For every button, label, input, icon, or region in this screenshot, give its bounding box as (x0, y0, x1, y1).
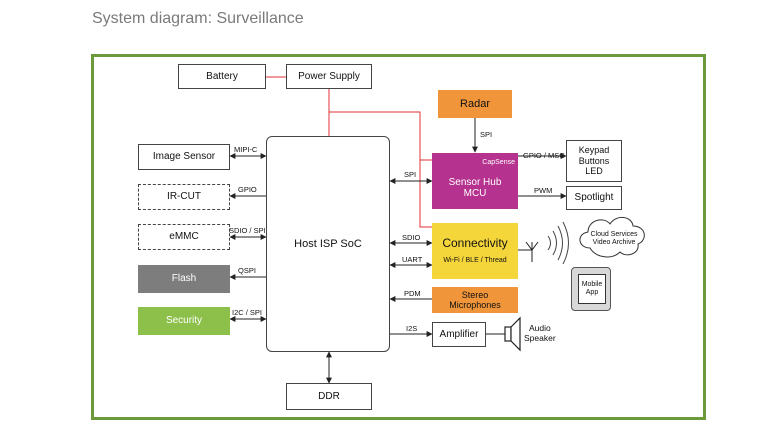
sensor-hub-line2: MCU (463, 188, 487, 199)
bus-label-i2s: I2S (406, 324, 418, 333)
stereo-line2: Microphones (449, 300, 501, 310)
stereo-line1: Stereo (461, 289, 489, 300)
battery-block: Battery (178, 64, 266, 89)
cloud-line2: Video Archive (592, 239, 636, 246)
bus-label-gpio-msc: GPIO / MSC (523, 151, 565, 160)
bus-label-qspi: QSPI (238, 266, 256, 275)
bus-label-i2c-spi: I2C / SPI (232, 308, 263, 317)
amplifier-block: Amplifier (432, 322, 486, 347)
bus-label-gpio: GPIO (238, 185, 257, 194)
bus-label-uart: UART (402, 255, 423, 264)
cloud-icon (579, 217, 645, 258)
speaker-line1: Audio (528, 323, 551, 333)
sensor-hub-mcu-block: CapSense Sensor Hub MCU (432, 153, 518, 209)
keypad-line2: Buttons (578, 155, 610, 166)
audio-speaker-label: Audio Speaker (524, 323, 556, 343)
stereo-microphones-block: Stereo Microphones (432, 287, 518, 313)
bus-label-sdio: SDIO (402, 233, 421, 242)
bus-label-spi-hub: SPI (404, 170, 417, 179)
capsense-tag: CapSense (482, 159, 515, 166)
cloud-line1: Cloud Services (590, 230, 638, 238)
ir-cut-block: IR-CUT (138, 184, 230, 210)
mobile-app-line1: Mobile (581, 280, 603, 288)
page-title: System diagram: Surveillance (92, 10, 304, 27)
keypad-line3: LED (585, 166, 603, 177)
sensor-hub-line1: Sensor Hub (448, 176, 502, 188)
speaker-icon (504, 316, 521, 352)
flash-block: Flash (138, 265, 230, 293)
phone-icon: Mobile App (571, 267, 611, 311)
mobile-app-line2: App (585, 289, 599, 296)
signal-waves-icon (547, 221, 569, 265)
image-sensor-block: Image Sensor (138, 144, 230, 170)
host-isp-soc-block: Host ISP SoC (266, 136, 390, 352)
mobile-app-screen: Mobile App (578, 274, 606, 304)
bus-label-pwm: PWM (534, 186, 553, 195)
connectivity-title: Connectivity (442, 236, 508, 251)
keypad-line1: Keypad (578, 145, 610, 156)
antenna-icon (525, 241, 539, 262)
security-block: Security (138, 307, 230, 335)
bus-label-pdm: PDM (404, 289, 421, 298)
speaker-line2: Speaker (524, 333, 556, 344)
connectivity-sub: Wi-Fi / BLE / Thread (443, 256, 507, 264)
ddr-block: DDR (286, 383, 372, 410)
bus-label-mipi: MIPI-C (234, 145, 258, 154)
cloud-services-label: Cloud Services Video Archive (590, 228, 638, 250)
connectivity-block: Connectivity Wi-Fi / BLE / Thread (432, 223, 518, 279)
power-supply-block: Power Supply (286, 64, 372, 89)
bus-label-sdio-spi: SDIO / SPI (229, 226, 266, 235)
keypad-block: Keypad Buttons LED (566, 140, 622, 182)
emmc-block: eMMC (138, 224, 230, 250)
radar-block: Radar (438, 90, 512, 118)
spotlight-block: Spotlight (566, 186, 622, 210)
bus-label-spi-radar: SPI (480, 130, 493, 139)
